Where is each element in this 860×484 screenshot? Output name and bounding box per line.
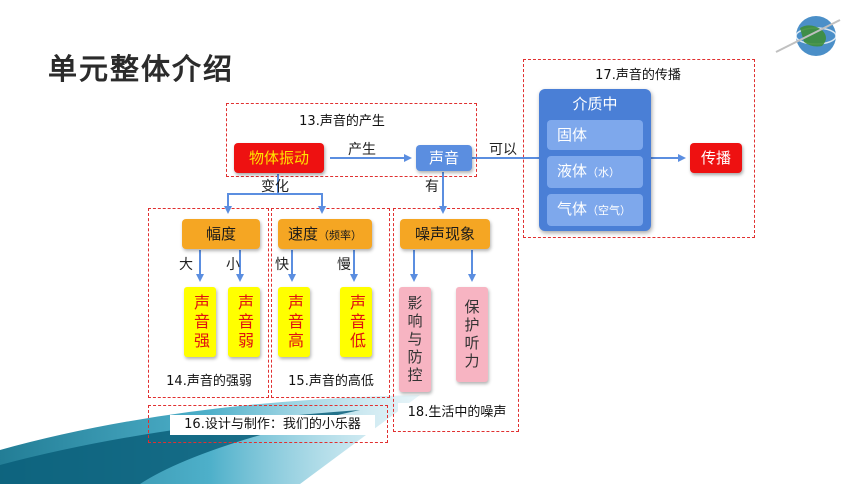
label-produce: 产生 bbox=[348, 142, 376, 158]
label-can: 可以 bbox=[489, 142, 517, 158]
section-14-caption: 14.声音的强弱 bbox=[154, 372, 264, 392]
label-slow: 慢 bbox=[337, 257, 351, 273]
globe-icon bbox=[775, 16, 841, 56]
medium-gas: 气体（空气） bbox=[547, 194, 643, 226]
label-fast: 快 bbox=[275, 257, 289, 273]
logo bbox=[770, 8, 850, 64]
section-17-caption: 17.声音的传播 bbox=[578, 66, 698, 86]
node-weak: 声音弱 bbox=[228, 287, 260, 357]
medium-panel: 介质中 固体 液体（水） 气体（空气） bbox=[539, 89, 651, 231]
section-18-box bbox=[393, 208, 519, 432]
section-18-caption: 18.生活中的噪声 bbox=[398, 403, 516, 423]
node-loud: 声音强 bbox=[184, 287, 216, 357]
arrow-to-amplitude bbox=[224, 174, 279, 214]
section-16-box bbox=[148, 405, 388, 443]
node-propagation: 传播 bbox=[690, 143, 742, 173]
medium-title: 介质中 bbox=[572, 95, 618, 113]
medium-solid: 固体 bbox=[547, 120, 643, 150]
arrow-to-speed bbox=[278, 193, 326, 214]
node-sound: 声音 bbox=[416, 145, 472, 171]
node-amplitude: 幅度 bbox=[182, 219, 260, 249]
node-vibration: 物体振动 bbox=[234, 143, 324, 173]
node-high: 声音高 bbox=[278, 287, 310, 357]
node-noise: 噪声现象 bbox=[400, 219, 490, 249]
label-small: 小 bbox=[226, 257, 240, 273]
section-17-box bbox=[523, 59, 755, 238]
section-13-caption: 13.声音的产生 bbox=[287, 112, 397, 132]
node-low: 声音低 bbox=[340, 287, 372, 357]
page-title: 单元整体介绍 bbox=[48, 52, 235, 86]
section-15-box bbox=[271, 208, 390, 398]
label-have: 有 bbox=[425, 179, 439, 195]
node-speed: 速度（频率） bbox=[278, 219, 372, 249]
section-14-box bbox=[148, 208, 269, 398]
label-change: 变化 bbox=[261, 179, 289, 195]
node-protect: 保护听力 bbox=[456, 287, 488, 382]
node-influence: 影响与防控 bbox=[399, 287, 431, 392]
section-15-caption: 15.声音的高低 bbox=[276, 372, 386, 392]
label-big: 大 bbox=[179, 257, 193, 273]
medium-liquid: 液体（水） bbox=[547, 156, 643, 188]
section-16-caption: 16.设计与制作：我们的小乐器 bbox=[170, 415, 375, 435]
section-13-box bbox=[226, 103, 477, 177]
